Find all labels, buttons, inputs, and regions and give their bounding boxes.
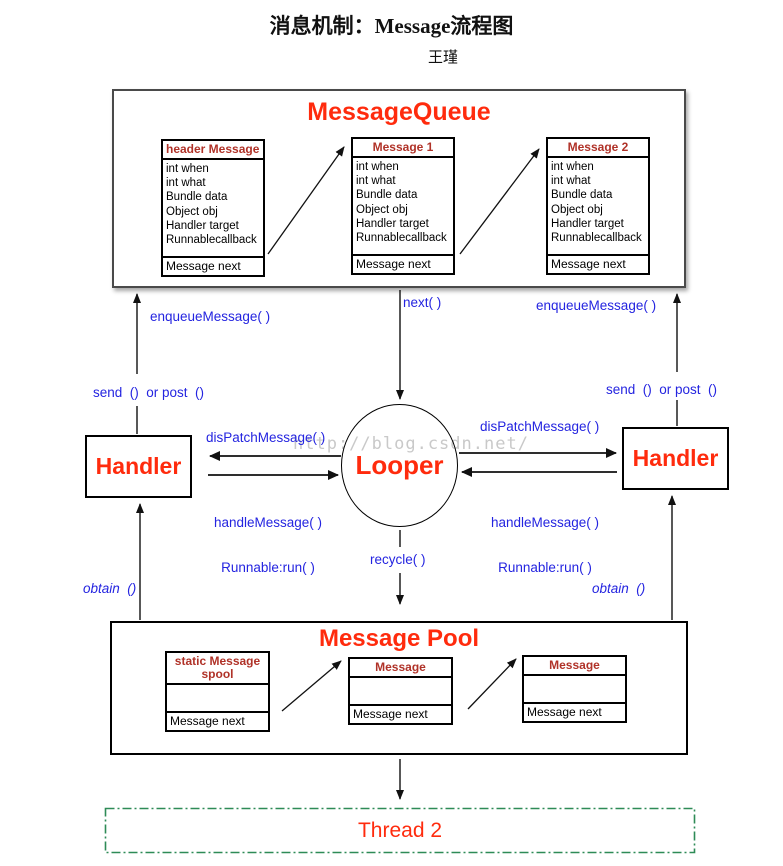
label-enqueuemessage-right: enqueueMessage( ) (536, 298, 657, 313)
struct-empty-section (167, 685, 268, 711)
struct-field: Object obj (166, 205, 218, 218)
struct-fields: int when int what Bundle data Object obj… (548, 158, 648, 254)
struct-field: Runnablecallback (356, 232, 447, 245)
struct-fields: int when int what Bundle data Object obj… (353, 158, 453, 254)
struct-footer: Message next (524, 702, 625, 721)
label-send-or-post-right: send () or post () (606, 382, 718, 397)
struct-static-message-spool: static Message spool Message next (165, 651, 270, 732)
handler-right-label: Handler (632, 445, 719, 471)
struct-header-label: Message (524, 657, 625, 676)
struct-field: int when (166, 163, 209, 175)
messagequeue-title: MessageQueue (307, 98, 491, 126)
label-dispatchmessage-left: disPatchMessage( ) (206, 430, 326, 445)
author-name: 王瑾 (428, 50, 459, 66)
label-recycle: recycle( ) (370, 552, 426, 567)
handler-right-box: Handler (622, 427, 729, 490)
struct-field: Object obj (356, 203, 408, 216)
messagequeue-container: MessageQueue header Message int when int… (112, 89, 686, 288)
label-handlemessage-right-line1: handleMessage( ) (490, 515, 600, 530)
struct-field: Runnablecallback (166, 234, 257, 247)
struct-header-label: Message (350, 659, 451, 678)
struct-field: int when (356, 161, 399, 173)
label-next: next( ) (403, 295, 442, 310)
struct-field: Bundle data (551, 189, 613, 202)
label-dispatchmessage-right: disPatchMessage( ) (480, 419, 600, 434)
struct-pool-message-1: Message Message next (348, 657, 453, 725)
struct-field: Handler target (356, 217, 429, 230)
struct-empty-section (350, 678, 451, 704)
label-runnable-run-right: Runnable:run( ) (498, 560, 592, 575)
label-send-or-post-left: send () or post () (93, 385, 205, 400)
struct-footer: Message next (353, 254, 453, 273)
struct-field: int what (356, 175, 396, 188)
struct-field: Bundle data (356, 189, 418, 202)
struct-header-label: static Message spool (167, 653, 268, 685)
label-handlemessage-left-line1: handleMessage( ) (213, 515, 323, 530)
struct-field: Handler target (166, 219, 239, 232)
struct-message-1: Message 1 int when int what Bundle data … (351, 137, 455, 276)
looper-label: Looper (355, 450, 444, 480)
page-title: 消息机制：Message流程图 (269, 14, 514, 38)
label-runnable-run-left: Runnable:run( ) (221, 560, 315, 575)
looper-circle: Looper (341, 404, 458, 527)
message-pool-container: Message Pool static Message spool Messag… (110, 621, 688, 755)
label-handlemessage-left: handleMessage( ) Runnable:run( ) (198, 485, 338, 605)
struct-field: int what (551, 175, 591, 188)
struct-fields: int when int what Bundle data Object obj… (163, 160, 263, 256)
label-handlemessage-right: handleMessage( ) Runnable:run( ) (475, 485, 615, 605)
handler-left-box: Handler (85, 435, 192, 498)
struct-pool-message-2: Message Message next (522, 655, 627, 723)
struct-field: Object obj (551, 203, 603, 216)
message-pool-title: Message Pool (318, 625, 480, 652)
struct-footer: Message next (548, 254, 648, 273)
label-obtain-right: obtain () (592, 581, 646, 596)
struct-field: Bundle data (166, 191, 228, 204)
struct-field: int when (551, 161, 594, 173)
thread2-box: Thread 2 (105, 808, 695, 853)
struct-header-label: Message 2 (548, 139, 648, 158)
struct-header-label: Message 1 (353, 139, 453, 158)
struct-message-2: Message 2 int when int what Bundle data … (546, 137, 650, 276)
struct-footer: Message next (163, 256, 263, 275)
label-enqueuemessage-left: enqueueMessage( ) (150, 309, 271, 324)
label-obtain-left: obtain () (83, 581, 137, 596)
struct-field: Handler target (551, 217, 624, 230)
struct-footer: Message next (167, 711, 268, 730)
thread2-label: Thread 2 (357, 818, 443, 842)
struct-field: Runnablecallback (551, 232, 642, 245)
struct-header-label: header Message (163, 141, 263, 160)
handler-left-label: Handler (95, 453, 182, 479)
struct-header-message: header Message int when int what Bundle … (161, 139, 265, 278)
struct-field: int what (166, 177, 206, 190)
struct-footer: Message next (350, 704, 451, 723)
struct-empty-section (524, 676, 625, 702)
